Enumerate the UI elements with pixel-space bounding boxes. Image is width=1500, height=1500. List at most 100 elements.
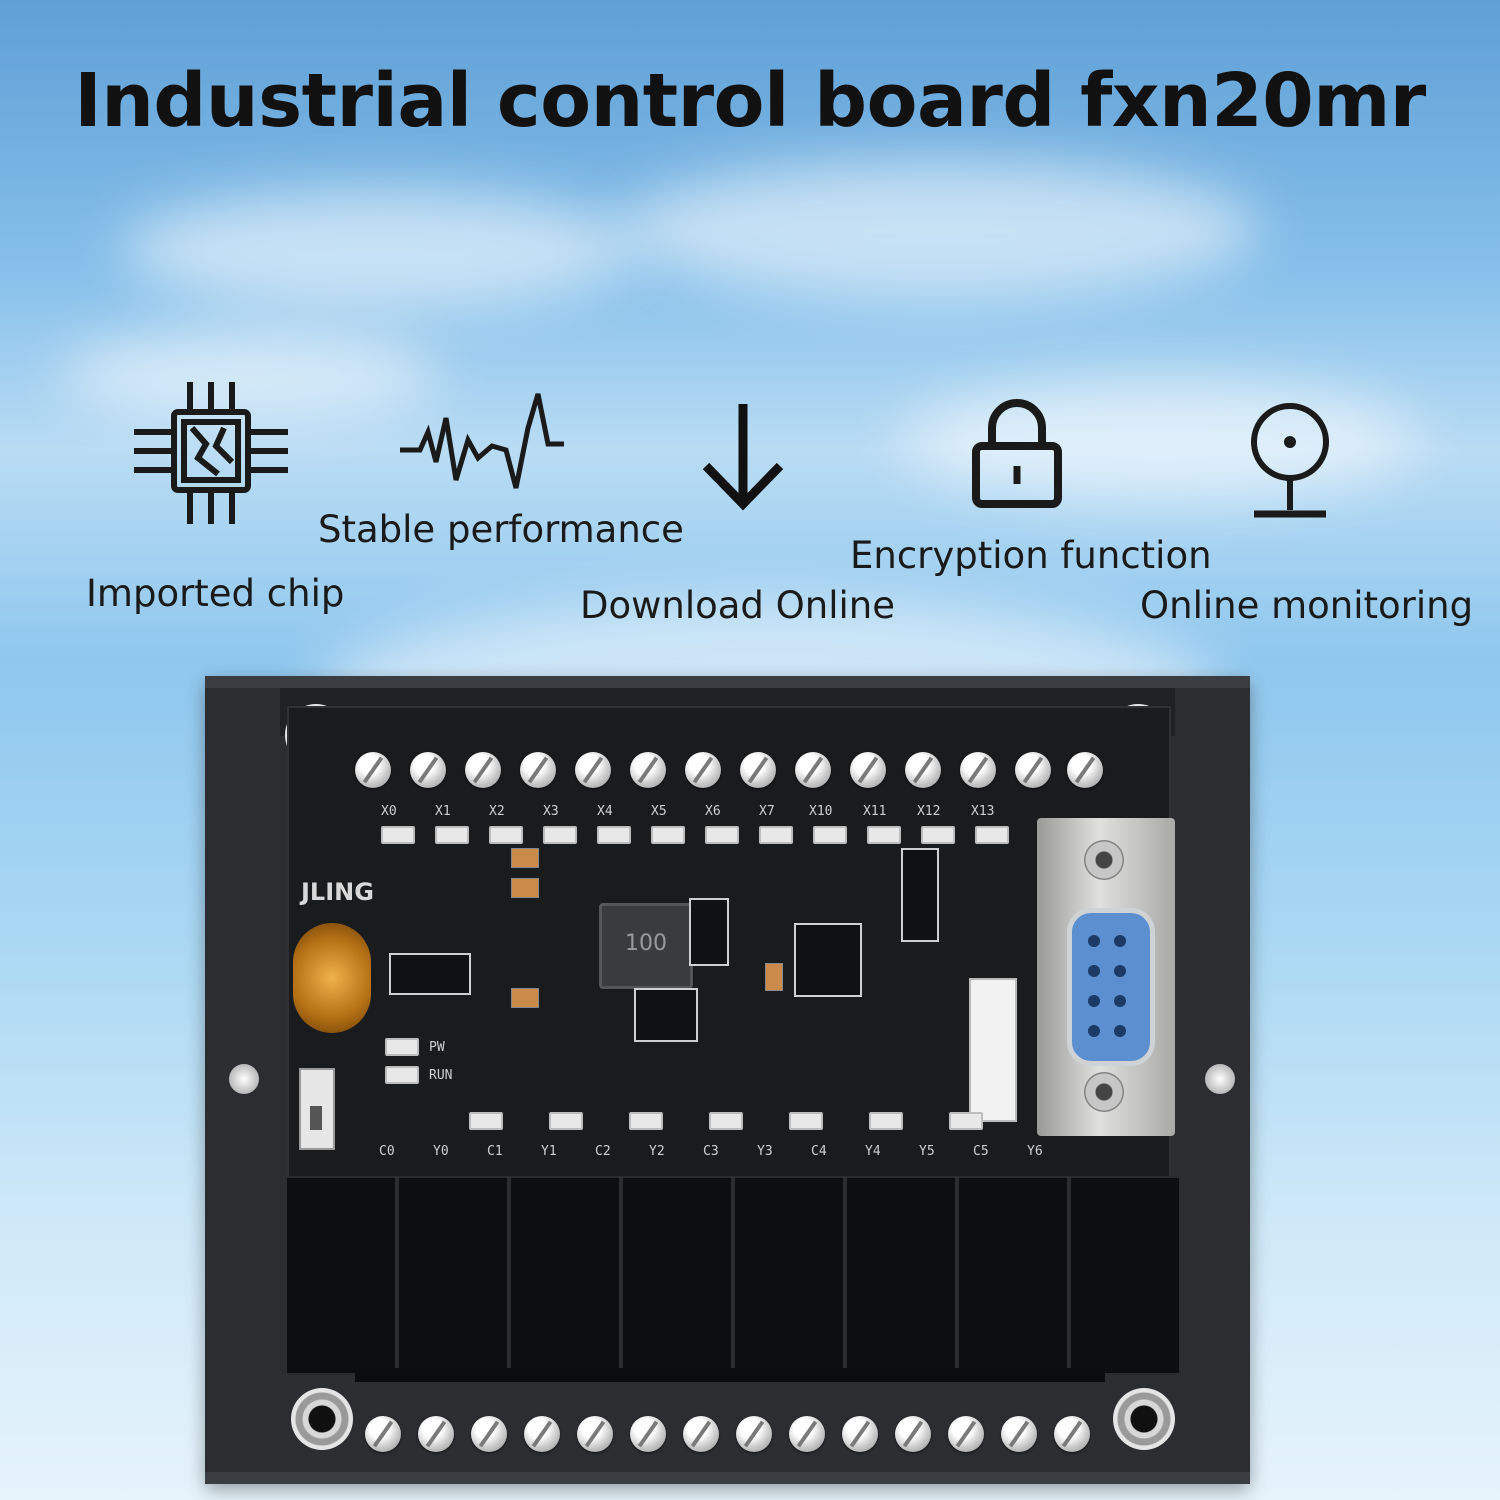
terminal-screw	[683, 1416, 719, 1452]
chip-icon	[132, 378, 292, 532]
pin-label: C1	[487, 1144, 503, 1159]
pin-label: Y2	[649, 1144, 665, 1159]
case-lip	[205, 676, 1250, 688]
terminal-screw	[1067, 752, 1103, 788]
run-stop-switch	[299, 1068, 335, 1150]
terminal-screw	[471, 1416, 507, 1452]
status-led-run	[385, 1066, 419, 1084]
pin-label: Y0	[433, 1144, 449, 1159]
input-led	[867, 826, 901, 844]
terminal-screw	[1001, 1416, 1037, 1452]
terminal-screw	[850, 752, 886, 788]
battery-holder	[293, 923, 371, 1033]
status-led-pw	[385, 1038, 419, 1056]
side-screw	[1205, 1064, 1235, 1094]
db9-pin	[1088, 935, 1100, 947]
terminal-screw	[740, 752, 776, 788]
input-led	[759, 826, 793, 844]
feature-label: Encryption function	[850, 534, 1212, 577]
pin-label: X5	[651, 804, 667, 819]
terminal-screw	[630, 752, 666, 788]
db9-pin	[1088, 1025, 1100, 1037]
input-led	[705, 826, 739, 844]
output-led	[629, 1112, 663, 1130]
terminal-screw	[355, 752, 391, 788]
pin-label: Y6	[1027, 1144, 1043, 1159]
terminal-screw	[789, 1416, 825, 1452]
feature-label: Stable performance	[318, 508, 684, 551]
pin-label: X7	[759, 804, 775, 819]
input-led	[435, 826, 469, 844]
side-screw	[229, 1064, 259, 1094]
relay	[957, 1176, 1069, 1375]
pin-label: Y1	[541, 1144, 557, 1159]
monitor-icon	[1244, 400, 1336, 526]
input-led	[489, 826, 523, 844]
ic-chip	[634, 988, 698, 1042]
heartbeat-icon	[396, 388, 566, 502]
terminal-screw	[577, 1416, 613, 1452]
ic-chip	[901, 848, 939, 942]
pin-label: X13	[971, 804, 995, 819]
mount-hole	[1113, 1388, 1175, 1450]
relay	[733, 1176, 845, 1375]
cloud	[620, 160, 1260, 300]
output-led	[709, 1112, 743, 1130]
cloud	[900, 380, 1420, 500]
feature-label: Imported chip	[86, 572, 345, 615]
pin-label: X1	[435, 804, 451, 819]
pin-label: C5	[973, 1144, 989, 1159]
pin-label: X0	[381, 804, 397, 819]
input-led	[381, 826, 415, 844]
input-led	[975, 826, 1009, 844]
terminal-screw	[410, 752, 446, 788]
pin-label: C0	[379, 1144, 395, 1159]
terminal-screw	[520, 752, 556, 788]
pin-label: X3	[543, 804, 559, 819]
terminal-screw	[905, 752, 941, 788]
pin-label: Y3	[757, 1144, 773, 1159]
output-led	[469, 1112, 503, 1130]
terminal-screw	[895, 1416, 931, 1452]
ic-chip	[794, 923, 862, 997]
terminal-screw	[465, 752, 501, 788]
status-led-label: RUN	[429, 1068, 453, 1083]
terminal-screw	[630, 1416, 666, 1452]
padlock-icon	[968, 396, 1066, 512]
db9-pin	[1114, 995, 1126, 1007]
smd-component	[511, 848, 539, 868]
plate-screw	[1084, 1072, 1124, 1112]
pin-label: X4	[597, 804, 613, 819]
terminal-screw	[575, 752, 611, 788]
input-led	[921, 826, 955, 844]
relay	[621, 1176, 733, 1375]
terminal-screw	[685, 752, 721, 788]
db9-pin	[1114, 1025, 1126, 1037]
output-led	[949, 1112, 983, 1130]
terminal-screw	[736, 1416, 772, 1452]
cloud	[60, 330, 440, 420]
power-inductor: 100	[599, 903, 693, 989]
output-led	[869, 1112, 903, 1130]
pin-label: C4	[811, 1144, 827, 1159]
mount-hole	[291, 1388, 353, 1450]
status-led-label: PW	[429, 1040, 445, 1055]
output-led	[549, 1112, 583, 1130]
db9-pin	[1114, 935, 1126, 947]
pin-label: C2	[595, 1144, 611, 1159]
relay	[285, 1176, 397, 1375]
terminal-screw	[524, 1416, 560, 1452]
pin-label: X10	[809, 804, 833, 819]
terminal-screw	[960, 752, 996, 788]
smd-component	[511, 988, 539, 1008]
relay	[509, 1176, 621, 1375]
db9-serial-port	[1037, 818, 1175, 1136]
relay	[397, 1176, 509, 1375]
terminal-screw	[842, 1416, 878, 1452]
terminal-screw	[418, 1416, 454, 1452]
pin-label: Y4	[865, 1144, 881, 1159]
plc-board-image: X0 X1 X2 X3 X4 X5 X6 X7 X10 X11 X12 X13 …	[205, 676, 1250, 1484]
input-led	[597, 826, 631, 844]
pin-label: X12	[917, 804, 941, 819]
feature-label: Download Online	[580, 584, 896, 627]
